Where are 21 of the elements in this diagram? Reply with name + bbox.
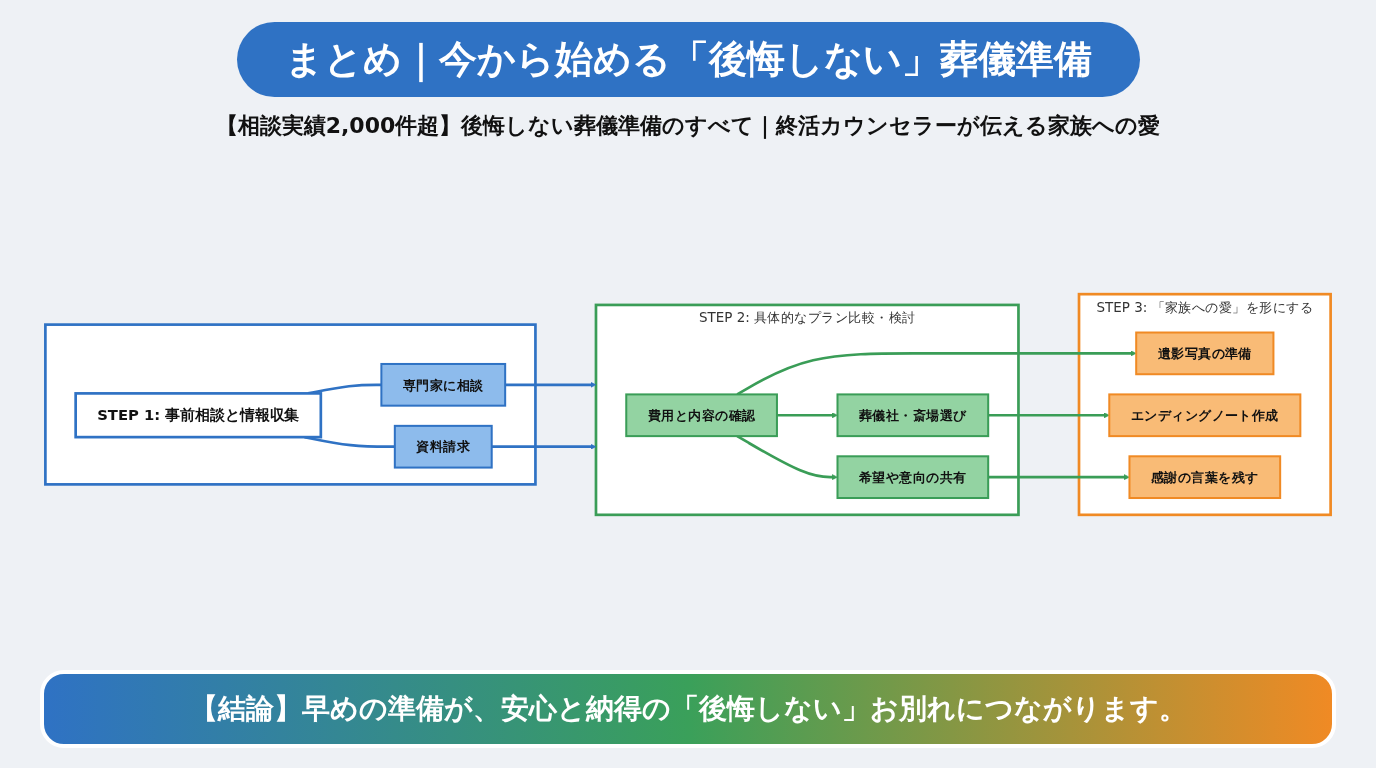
flow-diagram: STEP 3: 「家族への愛」を形にする STEP 2: 具体的なプラン比較・検討 STEP 1: 事前相談と情報収集 専門家に相談 資料請求 費用と内容の確認 葬儀社・斎場選び 希望や意向の共有 遺影写真の準備 エンディングノート作成 感謝の言葉を残す xyxy=(40,147,1336,662)
arrow xyxy=(505,381,597,388)
conclusion-banner: 【結論】早めの準備が、安心と納得の「後悔しない」お別れにつながります。 xyxy=(40,670,1336,748)
node-box xyxy=(1128,455,1282,499)
arrow xyxy=(988,474,1130,481)
node-box xyxy=(393,424,493,469)
node-box xyxy=(836,455,990,499)
cluster xyxy=(594,303,1020,517)
arrow xyxy=(776,412,838,419)
node-box xyxy=(1135,331,1275,376)
title-banner: まとめ｜今から始める「後悔しない」葬儀準備 xyxy=(236,22,1140,97)
arrow xyxy=(988,412,1110,419)
node-box xyxy=(625,393,778,438)
arrow xyxy=(491,443,597,450)
cluster xyxy=(1077,292,1332,517)
cluster xyxy=(44,323,537,486)
node-box xyxy=(380,362,507,407)
node-box xyxy=(74,392,323,439)
node-box xyxy=(836,393,990,438)
subtitle-text: 【相談実績2,000件超】後悔しない葬儀準備のすべて｜終活カウンセラーが伝える家族への愛 xyxy=(215,112,1161,141)
node-box xyxy=(1108,393,1302,438)
